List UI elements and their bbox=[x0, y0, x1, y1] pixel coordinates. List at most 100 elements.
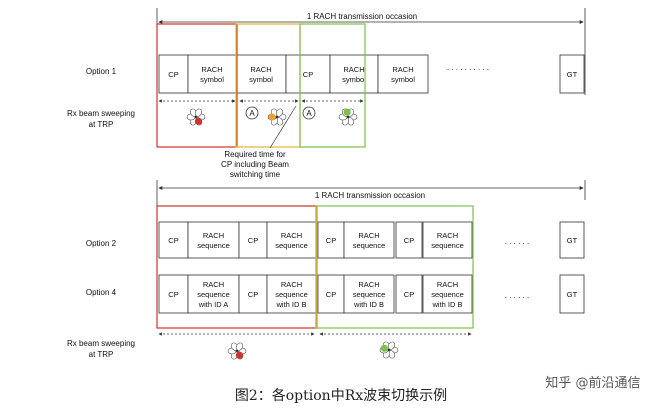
beam-pattern-icon bbox=[338, 108, 358, 126]
option-4-cell-2-text: with ID A bbox=[198, 300, 229, 309]
option-2-label: Option 2 bbox=[86, 239, 117, 248]
rx-beam-label-1-line1: Rx beam sweeping bbox=[67, 109, 135, 118]
option-4-cell-6-text: RACH bbox=[358, 280, 379, 289]
option-2-cell-4-text: RACH bbox=[281, 231, 302, 240]
option-2-cell-2-text: RACH bbox=[203, 231, 224, 240]
svg-text:A: A bbox=[306, 109, 312, 118]
option-2-cell-5-text: CP bbox=[326, 236, 336, 245]
figure-caption: 图2：各option中Rx波束切换示例 bbox=[235, 387, 447, 404]
beam-pattern-icon bbox=[267, 108, 287, 126]
beam-window-green-bottom bbox=[315, 205, 474, 329]
option-1-ellipsis: . . . . . . . . . . bbox=[447, 63, 489, 72]
beam-pattern-icon bbox=[186, 108, 206, 126]
beam-pattern-icon bbox=[227, 342, 247, 360]
option-2-cells: CPRACHsequenceCPRACHsequenceCPRACHsequen… bbox=[158, 221, 473, 259]
svg-text:A: A bbox=[249, 109, 255, 118]
option-1-cell-6-text: symbol bbox=[391, 75, 415, 84]
option-1-cells: CPRACHsymbolRACHsymbolCPRACHsymbolRACHsy… bbox=[158, 54, 429, 94]
callout-line-2: CP including Beam bbox=[221, 160, 289, 169]
option-4-cell-1: CP bbox=[158, 274, 189, 314]
option-4-cell-4-text: RACH bbox=[281, 280, 302, 289]
beam-pattern-icon bbox=[379, 341, 399, 359]
option-1-cell-3-text: symbol bbox=[249, 75, 273, 84]
option-1-label: Option 1 bbox=[86, 67, 117, 76]
option-4-cell-3-text: CP bbox=[248, 290, 258, 299]
option-1-cell-1: CP bbox=[158, 54, 189, 94]
option-4-cell-5: CP bbox=[317, 274, 345, 314]
option-4-cell-8-text: RACH bbox=[437, 280, 458, 289]
option-2-cell-7: CP bbox=[395, 221, 423, 259]
option-2-cell-3: CP bbox=[238, 221, 268, 259]
option-4-label: Option 4 bbox=[86, 288, 117, 297]
option-1-cell-2-text: RACH bbox=[201, 65, 222, 74]
callout-line-3: switching time bbox=[230, 170, 281, 179]
option-2-cell-8-text: RACH bbox=[437, 231, 458, 240]
occasion-2-label: 1 RACH transmission occasion bbox=[315, 191, 425, 200]
callout-pointer-line bbox=[269, 105, 297, 149]
option-1-cell-4: CP bbox=[285, 54, 331, 94]
option-1-cell-2-text: symbol bbox=[200, 75, 224, 84]
option-4-cell-5-text: CP bbox=[326, 290, 336, 299]
option-1-cell-1-text: CP bbox=[168, 70, 178, 79]
option-2-gt-cell: GT bbox=[559, 221, 585, 259]
option-4-gt-label: GT bbox=[567, 290, 578, 299]
beam-window-red bbox=[156, 23, 238, 148]
beam-window-green bbox=[299, 23, 366, 148]
option-2-cell-6-text: RACH bbox=[358, 231, 379, 240]
option-4-cell-2-text: sequence bbox=[197, 290, 230, 299]
callout-line-1: Required time for bbox=[224, 150, 286, 159]
watermark: 知乎 @前沿通信 bbox=[545, 375, 640, 391]
option-2-gt-label: GT bbox=[567, 236, 578, 245]
option-2-cell-4-text: sequence bbox=[275, 241, 308, 250]
switch-marker-1: A bbox=[245, 106, 259, 120]
rx-beam-label-2-line1: Rx beam sweeping bbox=[67, 339, 135, 348]
option-1-cell-6-text: RACH bbox=[392, 65, 413, 74]
option-4-ellipsis: . . . . . . bbox=[505, 291, 529, 300]
option-4-cell-6-text: with ID B bbox=[353, 300, 384, 309]
option-4-cell-7: CP bbox=[395, 274, 423, 314]
option-1-cell-4-text: CP bbox=[303, 70, 313, 79]
option-2-cell-7-text: CP bbox=[404, 236, 414, 245]
option-1-cell-3-text: RACH bbox=[250, 65, 271, 74]
option-1-cell-5-text: symbol bbox=[342, 75, 366, 84]
option-2-cell-2-text: sequence bbox=[197, 241, 230, 250]
option-4-cell-2-text: RACH bbox=[203, 280, 224, 289]
option-2-cell-1: CP bbox=[158, 221, 189, 259]
option-2-cell-6-text: sequence bbox=[353, 241, 386, 250]
option-4-cell-3: CP bbox=[238, 274, 268, 314]
rx-beam-label-2-line2: at TRP bbox=[89, 350, 114, 359]
option-2-cell-5: CP bbox=[317, 221, 345, 259]
option-1-cell-5-text: RACH bbox=[343, 65, 364, 74]
option-4-cell-8-text: sequence bbox=[431, 290, 464, 299]
option-2-ellipsis: . . . . . . bbox=[505, 237, 529, 246]
rx-beam-label-1-line2: at TRP bbox=[89, 120, 114, 129]
option-4-cell-7-text: CP bbox=[404, 290, 414, 299]
option-2-cell-3-text: CP bbox=[248, 236, 258, 245]
option-2-cell-1-text: CP bbox=[168, 236, 178, 245]
option-4-cell-4-text: with ID B bbox=[275, 300, 306, 309]
option-4-cell-6-text: sequence bbox=[353, 290, 386, 299]
option-1-gt-cell: GT bbox=[559, 54, 585, 94]
option-4-cell-1-text: CP bbox=[168, 290, 178, 299]
occasion-1-label: 1 RACH transmission occasion bbox=[307, 12, 417, 21]
switch-marker-2: A bbox=[302, 106, 316, 120]
option-2-cell-8-text: sequence bbox=[431, 241, 464, 250]
option-4-cell-4-text: sequence bbox=[275, 290, 308, 299]
option-4-gt-cell: GT bbox=[559, 274, 585, 314]
option-1-gt-label: GT bbox=[567, 70, 578, 79]
option-4-cell-8-text: with ID B bbox=[431, 300, 462, 309]
